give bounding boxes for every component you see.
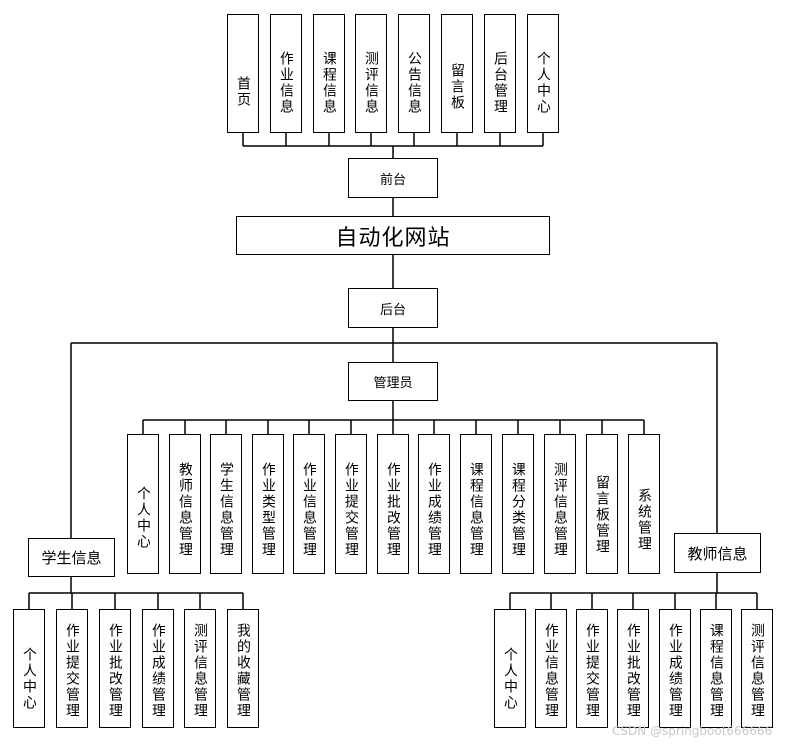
frontend-item-message-board: 留言板: [441, 14, 473, 133]
admin-item-teacher-info: 教师信息管理: [169, 434, 201, 574]
frontend-item-label: 首页: [236, 75, 250, 108]
backend-node: 后台: [348, 288, 438, 328]
frontend-item-label: 课程信息: [322, 50, 336, 115]
admin-item-system: 系统管理: [628, 434, 660, 574]
frontend-item-course: 课程信息: [313, 14, 345, 133]
admin-item-homework-type: 作业类型管理: [252, 434, 284, 574]
frontend-label: 前台: [379, 172, 406, 188]
admin-item-label: 测评信息管理: [553, 462, 567, 558]
frontend-item-label: 后台管理: [493, 50, 507, 115]
teacher-item-label: 个人中心: [503, 646, 517, 711]
diagram-title: 自动化网站: [335, 225, 451, 251]
frontend-item-personal-center: 个人中心: [527, 14, 559, 133]
admin-node: 管理员: [348, 362, 438, 401]
admin-item-course-category: 课程分类管理: [502, 434, 534, 574]
admin-item-label: 作业成绩管理: [427, 462, 441, 558]
admin-item-label: 留言板管理: [595, 475, 609, 555]
student-item-favorites: 我的收藏管理: [227, 609, 259, 728]
student-item-homework-score: 作业成绩管理: [142, 609, 174, 728]
student-item-homework-grading: 作业批改管理: [99, 609, 131, 728]
frontend-item-assessment: 测评信息: [355, 14, 387, 133]
admin-item-label: 作业类型管理: [261, 462, 275, 558]
student-item-label: 测评信息管理: [193, 622, 207, 719]
teacher-item-homework-submit: 作业提交管理: [576, 609, 608, 728]
admin-item-message-board: 留言板管理: [586, 434, 618, 574]
admin-label: 管理员: [373, 376, 413, 391]
frontend-item-label: 公告信息: [407, 50, 421, 115]
frontend-item-label: 作业信息: [279, 50, 293, 115]
admin-item-label: 作业提交管理: [344, 462, 358, 558]
student-item-label: 个人中心: [22, 646, 36, 711]
admin-item-label: 作业批改管理: [386, 462, 400, 558]
student-item-label: 作业成绩管理: [151, 622, 165, 719]
frontend-item-label: 测评信息: [364, 50, 378, 115]
student-info-label: 学生信息: [41, 549, 102, 567]
student-item-label: 我的收藏管理: [236, 622, 250, 719]
admin-item-label: 学生信息管理: [219, 462, 233, 558]
teacher-info-node: 教师信息: [674, 533, 761, 573]
diagram-title-node: 自动化网站: [236, 216, 550, 255]
admin-item-label: 教师信息管理: [178, 462, 192, 558]
admin-item-homework-score: 作业成绩管理: [418, 434, 450, 574]
teacher-item-homework-grading: 作业批改管理: [617, 609, 649, 728]
frontend-item-notice: 公告信息: [398, 14, 430, 133]
student-info-node: 学生信息: [28, 538, 115, 577]
student-item-personal-center: 个人中心: [13, 609, 45, 728]
admin-item-student-info: 学生信息管理: [210, 434, 242, 574]
frontend-item-label: 个人中心: [536, 50, 550, 115]
teacher-info-label: 教师信息: [687, 544, 748, 563]
admin-item-homework-info: 作业信息管理: [293, 434, 325, 574]
frontend-item-label: 留言板: [450, 63, 464, 111]
teacher-item-label: 测评信息管理: [750, 622, 764, 719]
teacher-item-label: 作业提交管理: [585, 622, 599, 719]
admin-item-course-info: 课程信息管理: [460, 434, 492, 574]
student-item-homework-submit: 作业提交管理: [56, 609, 88, 728]
admin-item-label: 个人中心: [136, 485, 150, 550]
student-item-label: 作业批改管理: [108, 622, 122, 719]
frontend-item-homework: 作业信息: [270, 14, 302, 133]
watermark: CSDN @springboot666666: [612, 724, 773, 738]
teacher-item-label: 课程信息管理: [709, 622, 723, 719]
admin-item-label: 作业信息管理: [302, 462, 316, 558]
admin-item-homework-grading: 作业批改管理: [377, 434, 409, 574]
admin-item-personal-center: 个人中心: [127, 434, 159, 574]
admin-item-assessment-info: 测评信息管理: [544, 434, 576, 574]
admin-item-homework-submit: 作业提交管理: [335, 434, 367, 574]
teacher-item-label: 作业信息管理: [544, 622, 558, 719]
teacher-item-label: 作业成绩管理: [668, 622, 682, 719]
teacher-item-assessment-info: 测评信息管理: [741, 609, 773, 728]
admin-item-label: 课程信息管理: [469, 462, 483, 558]
teacher-item-personal-center: 个人中心: [494, 609, 526, 728]
admin-item-label: 课程分类管理: [511, 462, 525, 558]
frontend-item-backend-admin: 后台管理: [484, 14, 516, 133]
teacher-item-homework-score: 作业成绩管理: [659, 609, 691, 728]
backend-label: 后台: [379, 302, 406, 318]
student-item-assessment-info: 测评信息管理: [184, 609, 216, 728]
frontend-node: 前台: [348, 158, 438, 198]
admin-item-label: 系统管理: [637, 488, 651, 552]
student-item-label: 作业提交管理: [65, 622, 79, 719]
teacher-item-homework-info: 作业信息管理: [535, 609, 567, 728]
teacher-item-course-info: 课程信息管理: [700, 609, 732, 728]
frontend-item-home: 首页: [227, 14, 259, 133]
teacher-item-label: 作业批改管理: [626, 622, 640, 719]
